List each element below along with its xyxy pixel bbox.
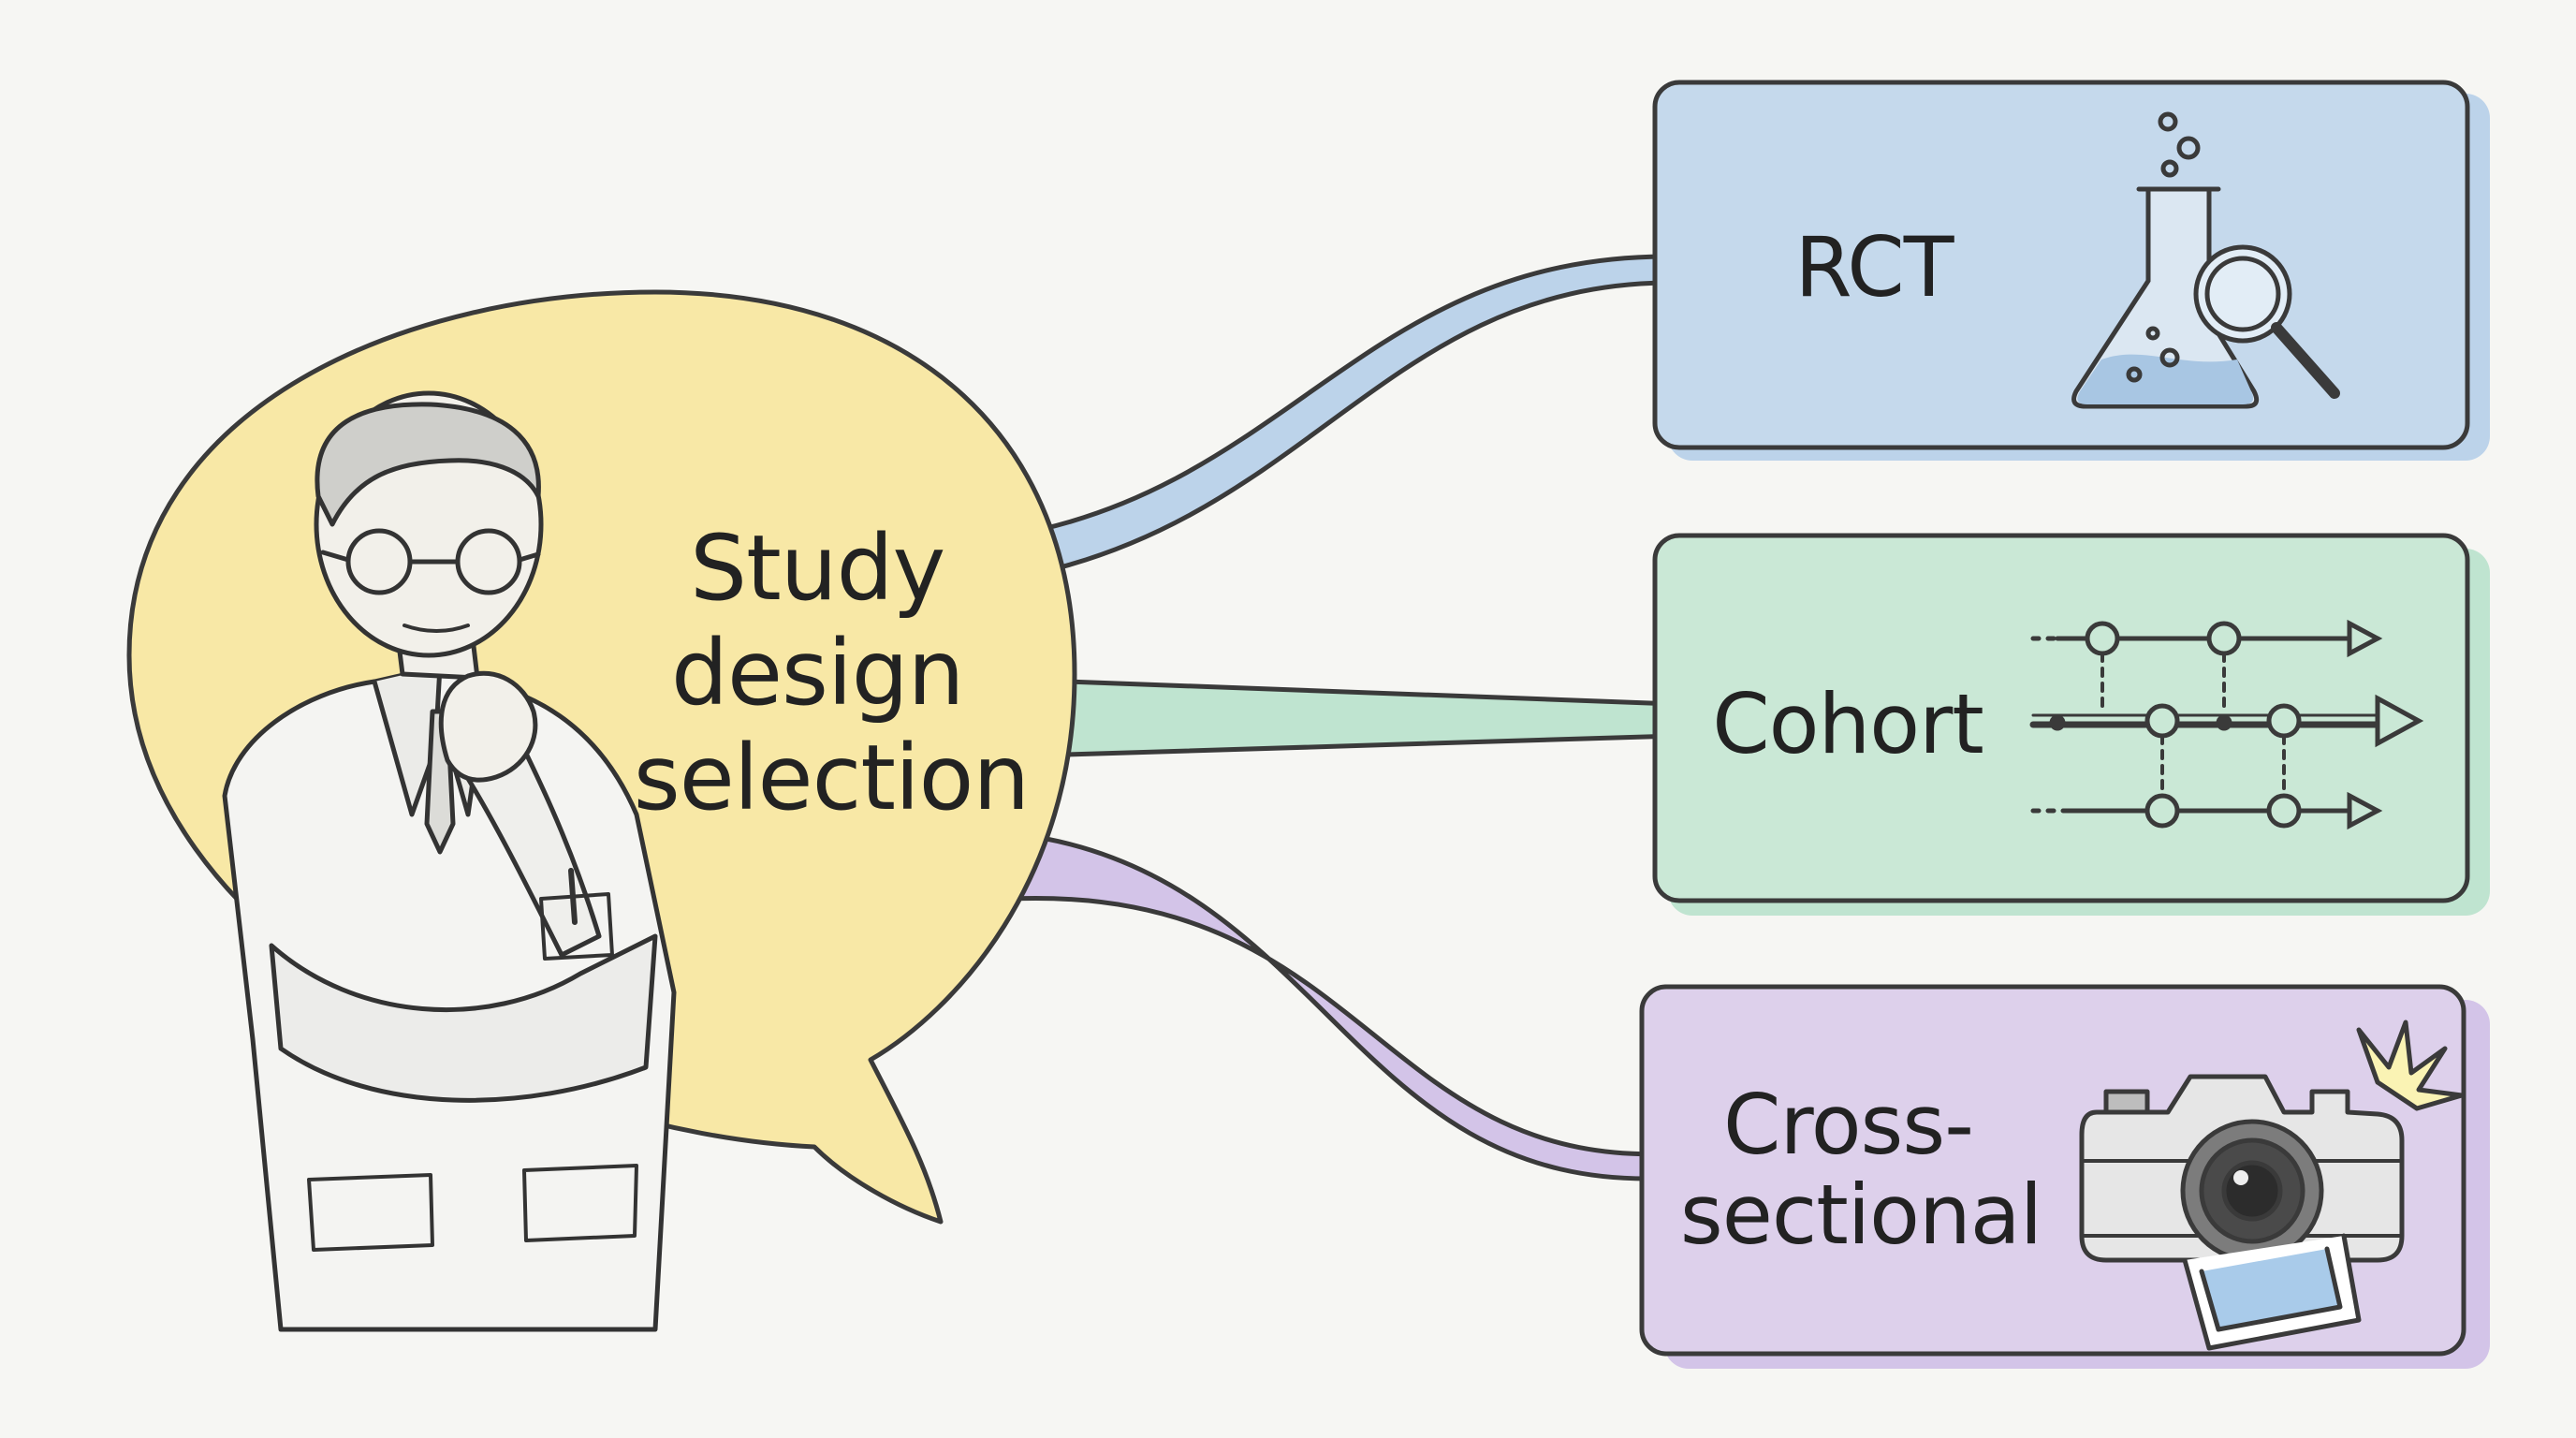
option-rct: RCT: [1652, 80, 2490, 461]
option-cohort-label: Cohort: [1712, 676, 1983, 772]
option-cross-sectional-label-line-1: Cross-: [1723, 1077, 1973, 1173]
option-cross-sectional-label: Cross- sectional: [1680, 1077, 2042, 1263]
connector-cohort: [1064, 679, 1678, 757]
central-topic-line-1: Study: [690, 516, 944, 621]
thinking-scientist-illustration: [222, 390, 677, 1332]
option-cross-sectional-label-line-2: sectional: [1680, 1167, 2042, 1263]
central-topic-text: Study design selection: [634, 516, 1029, 830]
option-cohort: Cohort: [1652, 533, 2490, 916]
option-cohort-label-line-1: Cohort: [1712, 676, 1983, 772]
option-rct-box: [1652, 80, 2470, 450]
central-topic-line-2: design: [671, 621, 963, 726]
connector-rct: [1008, 254, 1678, 581]
connector-cross-sectional: [1008, 830, 1678, 1181]
central-topic-line-3: selection: [634, 726, 1029, 830]
connectors: [1008, 254, 1678, 1181]
camera-snapshot-icon: [2079, 1020, 2465, 1351]
option-rct-label: RCT: [1795, 219, 1955, 315]
option-rct-label-line-1: RCT: [1795, 219, 1955, 315]
option-cross-sectional: Cross- sectional: [1639, 984, 2490, 1369]
flask-with-magnifier-icon: [2071, 111, 2340, 409]
timeline-arrows-icon: [2029, 619, 2424, 830]
